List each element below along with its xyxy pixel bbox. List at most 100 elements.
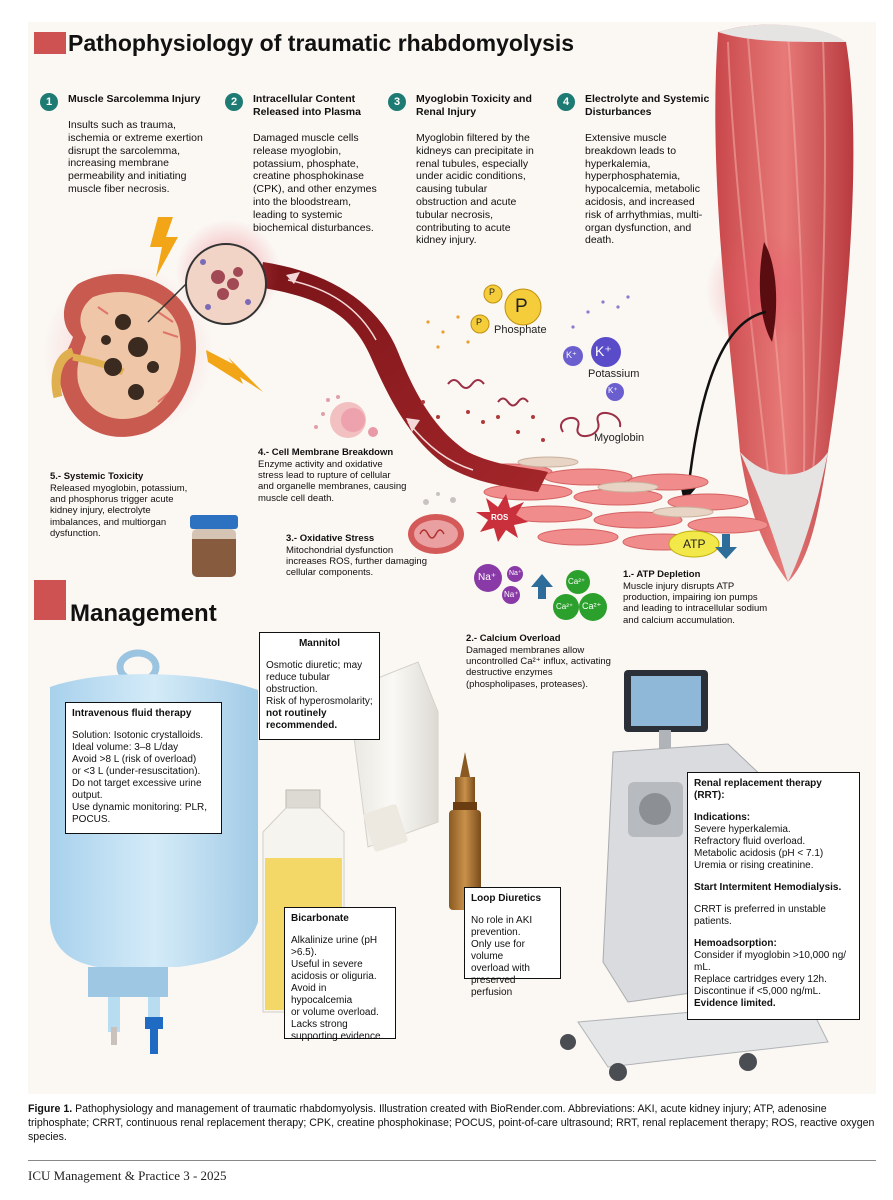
potassium-label: Potassium: [588, 368, 640, 380]
bicarbonate-line: Alkalinize urine (pH >6.5).: [291, 935, 378, 958]
potassium-ion: K⁺: [608, 386, 618, 395]
step-heading-1: Muscle Sarcolemma Injury: [68, 93, 201, 105]
calcium-ion: Ca²⁺: [582, 601, 602, 611]
lightning-icon: [150, 217, 178, 277]
atp-badge: [668, 530, 720, 558]
potassium-icons: [563, 337, 624, 401]
membrane-breakdown-text: Enzyme activity and oxidative stress lea…: [258, 459, 407, 504]
myoglobin-label: Myoglobin: [594, 432, 645, 444]
iv-fluid-therapy-box: Intravenous fluid therapy Solution: Isot…: [65, 702, 222, 834]
rrt-indication: Severe hyperkalemia.: [694, 824, 791, 835]
calcium-icons: [553, 570, 607, 621]
figure-caption: Figure 1. Pathophysiology and management…: [28, 1103, 876, 1144]
step-number-4: 4: [557, 93, 575, 111]
sodium-ion: Na⁺: [504, 590, 519, 599]
rrt-hemoadsorption-heading: Hemoadsorption:: [694, 938, 777, 949]
footer-divider: [28, 1160, 876, 1161]
atp-depletion-text: Muscle injury disrupts ATP production, i…: [623, 581, 768, 626]
step-number-1: 1: [40, 93, 58, 111]
calcium-ion: Ca²⁺: [556, 602, 574, 611]
damaged-cell-icon: [314, 395, 378, 438]
phosphate-dots: [426, 315, 470, 349]
iv-fluid-line: Solution: Isotonic crystalloids.: [72, 730, 204, 741]
injury-arrow: [686, 310, 767, 493]
potassium-dots: [571, 295, 630, 329]
bicarbonate-box: Bicarbonate Alkalinize urine (pH >6.5). …: [284, 907, 396, 1042]
sodium-ion: Na⁺: [478, 572, 497, 583]
loop-diuretic-ampoule: [449, 752, 481, 910]
potassium-ion: K⁺: [566, 350, 577, 360]
iv-fluid-line: Avoid >8 L (risk of overload) or <3 L (u…: [72, 754, 201, 777]
phosphate-small-p: P: [489, 287, 496, 297]
illustration: [43, 24, 854, 1081]
rrt-hemoadsorption-line: Evidence limited.: [694, 998, 776, 1009]
phosphate-label: Phosphate: [494, 324, 547, 336]
calcium-overload-text: Damaged membranes allow uncontrolled Ca²…: [466, 645, 611, 690]
management-accent-bar: [34, 580, 66, 620]
mannitol-box: Mannitol Osmotic diuretic; may reduce tu…: [259, 632, 380, 740]
rrt-hemoadsorption-line: Consider if myoglobin >10,000 ng/ mL.: [694, 950, 847, 973]
rrt-indication: Uremia or rising creatinine.: [694, 860, 814, 871]
atp-down-arrow-icon: [715, 534, 737, 559]
phosphate-icons: [470, 284, 542, 334]
caption-label: Figure 1.: [28, 1103, 73, 1115]
atp-depletion-heading: 1.- ATP Depletion: [623, 569, 701, 580]
sodium-icons: [474, 564, 523, 604]
bicarbonate-line: Avoid in hypocalcemia or volume overload…: [291, 983, 379, 1018]
debris-dots: [421, 400, 545, 442]
loop-diuretics-line: Only use for volume overload with preser…: [471, 939, 530, 998]
glomerulus-zoom: [147, 220, 280, 325]
journal-footer: ICU Management & Practice 3 - 2025: [28, 1168, 227, 1183]
mannitol-heading: Mannitol: [298, 638, 341, 649]
iv-fluid-line: Use dynamic monitoring: PLR, POCUS.: [72, 802, 208, 825]
rrt-start: Start Intermitent Hemodialysis.: [694, 882, 842, 893]
systemic-toxicity-heading: 5.- Systemic Toxicity: [50, 471, 144, 482]
step-number-3: 3: [388, 93, 406, 111]
calcium-ion: Ca²⁺: [568, 577, 586, 586]
title-accent-bar: [34, 32, 66, 54]
membrane-breakdown-heading: 4.- Cell Membrane Breakdown: [258, 447, 394, 458]
step-text-4: Extensive muscle breakdown leads to hype…: [585, 132, 703, 247]
loop-diuretics-line: No role in AKI prevention.: [471, 915, 533, 938]
iv-fluid-heading: Intravenous fluid therapy: [72, 708, 192, 719]
rrt-indication: Metabolic acidosis (pH < 7.1): [694, 848, 824, 859]
systemic-toxicity-text: Released myoglobin, potassium, and phosp…: [50, 483, 188, 539]
mannitol-line: Osmotic diuretic; may reduce tubular obs…: [266, 660, 363, 695]
rrt-crrt: CRRT is preferred in unstable patients.: [694, 904, 826, 927]
mitochondrion-icon: [408, 492, 464, 554]
lightning-icon: [206, 350, 263, 392]
step-text-3: Myoglobin filtered by the kidneys can pr…: [416, 132, 534, 247]
oxidative-stress-text: Mitochondrial dysfunction increases ROS,…: [286, 545, 427, 579]
mannitol-line: Risk of hyperosmolarity;: [266, 696, 373, 707]
management-title: Management: [70, 600, 217, 627]
bicarbonate-line: Useful in severe acidosis or oliguria.: [291, 959, 377, 982]
rrt-hemoadsorption-line: Discontinue if <5,000 ng/mL.: [694, 986, 822, 997]
iv-fluid-line: Do not target excessive urine output.: [72, 778, 202, 801]
mannitol-line: not routinely recommended.: [266, 708, 338, 731]
step-heading-3: Myoglobin Toxicity and Renal Injury: [416, 93, 532, 118]
blood-vessel: [258, 262, 548, 492]
phosphate-large-p: P: [515, 296, 528, 317]
oxidative-stress-heading: 3.- Oxidative Stress: [286, 533, 375, 544]
step-heading-4: Electrolyte and Systemic Disturbances: [585, 93, 710, 118]
loop-diuretics-box: Loop Diuretics No role in AKI prevention…: [464, 887, 561, 998]
atp-label: ATP: [683, 537, 706, 551]
kidney-illustration: [43, 267, 213, 437]
potassium-ion: K⁺: [595, 343, 612, 359]
loop-diuretics-heading: Loop Diuretics: [471, 893, 542, 904]
step-heading-2: Intracellular Content Released into Plas…: [253, 93, 361, 118]
figure: Pathophysiology of traumatic rhabdomyoly…: [28, 22, 876, 1094]
step-number-2: 2: [225, 93, 243, 111]
muscle-illustration: [706, 24, 854, 582]
ros-label: ROS: [491, 513, 509, 522]
rrt-indications-heading: Indications:: [694, 812, 751, 823]
step-text-2: Damaged muscle cells release myoglobin, …: [253, 132, 377, 234]
sodium-ion: Na⁺: [509, 570, 522, 577]
ros-burst-icon: [476, 494, 528, 542]
urine-sample-jar: [190, 515, 238, 577]
calcium-overload-heading: 2.- Calcium Overload: [466, 633, 561, 644]
bicarbonate-heading: Bicarbonate: [291, 913, 349, 924]
iv-fluid-line: Ideal volume: 3–8 L/day: [72, 742, 179, 753]
step-text-1: Insults such as trauma, ischemia or extr…: [68, 119, 203, 195]
rrt-heading: Renal replacement therapy (RRT):: [694, 778, 822, 801]
